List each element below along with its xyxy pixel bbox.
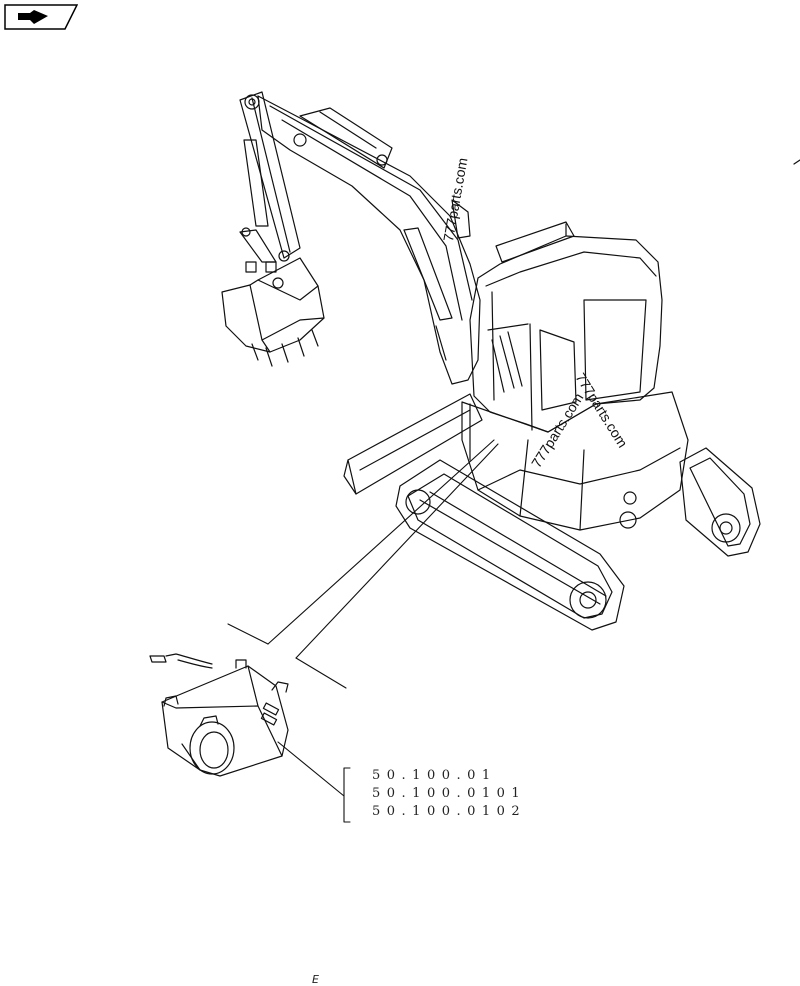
leader-lines: [227, 439, 499, 689]
cab: [469, 221, 663, 433]
page-mark: E: [312, 973, 319, 986]
reference-number[interactable]: 50.100.0101: [372, 786, 527, 801]
reference-number[interactable]: 50.100.01: [372, 768, 497, 783]
left-track: [395, 459, 625, 631]
component-detail: [149, 653, 289, 777]
reference-number[interactable]: 50.100.0102: [372, 804, 527, 819]
corner-tick: [793, 159, 800, 165]
callout-leader: [277, 741, 351, 823]
bucket: [221, 257, 325, 367]
boom: [257, 95, 481, 385]
right-track: [679, 447, 761, 557]
forward-nav-button[interactable]: [4, 4, 79, 30]
arm: [239, 91, 301, 263]
forward-arrow-icon: [4, 4, 79, 30]
dozer-blade: [343, 393, 483, 495]
